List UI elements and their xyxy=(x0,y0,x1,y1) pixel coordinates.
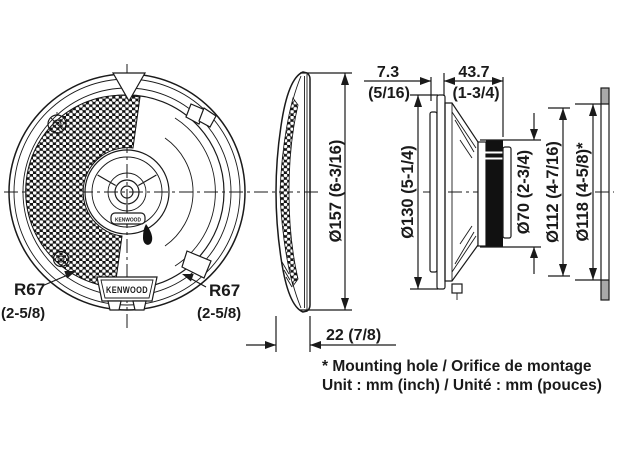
top-notch xyxy=(111,72,147,103)
cone-arc-outer xyxy=(174,117,216,267)
dim-hole-118: Ø118 (4-5/8)* xyxy=(574,103,609,281)
teardrop-mark xyxy=(143,224,153,245)
radius-right-inch: (2-5/8) xyxy=(197,305,241,322)
mounting-panel-bar xyxy=(595,87,614,301)
tweeter-badge-label: KENWOOD xyxy=(115,218,141,224)
top-right-tab xyxy=(185,103,217,128)
dim-cone-112-label: Ø112 (4-7/16) xyxy=(544,141,562,243)
profile-outline xyxy=(275,71,311,313)
dim-magnet-70-label: Ø70 (2-3/4) xyxy=(515,150,533,234)
dim-depth-22: 22 (7/8) xyxy=(246,316,396,352)
magnet xyxy=(486,140,503,247)
dim-frame-130-label: Ø130 (5-1/4) xyxy=(399,145,417,239)
magnet-assembly xyxy=(477,140,512,247)
speaker-side-view: Ø157 (6-3/16) 22 (7/8) xyxy=(246,71,396,352)
front-grille-mesh xyxy=(25,94,141,288)
dim-depth-mm: 43.7 xyxy=(458,64,489,81)
badge-foot-left xyxy=(107,300,122,311)
leader-arrow-left xyxy=(64,271,76,279)
screw-icon xyxy=(47,112,67,136)
note-units: Unit : mm (inch) / Unité : mm (pouces) xyxy=(322,377,602,394)
dim-depth-inch: (1-3/4) xyxy=(452,85,499,102)
terminal-tab xyxy=(451,283,463,294)
leader-arrow-right xyxy=(182,274,194,282)
profile-mesh-band xyxy=(279,97,299,287)
dim-depth-43-7: 43.7 (1-3/4) xyxy=(444,64,504,137)
pole-piece xyxy=(502,146,512,239)
left-mount-boss xyxy=(52,250,70,268)
dim-frame-130: Ø130 (5-1/4) xyxy=(399,94,438,290)
dim-hole-118-label: Ø118 (4-5/8)* xyxy=(574,142,592,242)
dim-depth-22-label: 22 (7/8) xyxy=(326,327,381,344)
speaker-section-view: 7.3 (5/16) 43.7 (1-3/4) Ø130 (5-1/4) xyxy=(364,64,614,301)
badge-foot-right xyxy=(132,300,147,311)
basket-cone xyxy=(444,102,479,300)
cone-arc-inner xyxy=(164,137,194,247)
tweeter: KENWOOD xyxy=(84,149,170,245)
radius-left-label: R67 xyxy=(14,280,45,299)
speaker-front-view: KENWOOD KENWOOD R67 (2-5/8) R67 (2-5/8) xyxy=(1,64,320,330)
dim-magnet-70: Ø70 (2-3/4) xyxy=(480,113,541,274)
gasket-strip xyxy=(429,111,438,273)
kenwood-badge-label: KENWOOD xyxy=(106,285,148,295)
radius-left-dimension: R67 (2-5/8) xyxy=(1,271,76,322)
radius-right-label: R67 xyxy=(209,281,240,300)
flange-strip xyxy=(436,94,446,290)
note-mounting-hole: * Mounting hole / Orifice de montage xyxy=(322,358,592,375)
tweeter-badge xyxy=(110,212,146,225)
dim-flange-mm: 7.3 xyxy=(377,64,399,81)
notes: * Mounting hole / Orifice de montage Uni… xyxy=(322,358,602,394)
dim-diameter-157: Ø157 (6-3/16) xyxy=(300,72,352,311)
kenwood-badge: KENWOOD xyxy=(96,276,158,311)
radius-right-dimension: R67 (2-5/8) xyxy=(182,274,241,322)
radius-left-inch: (2-5/8) xyxy=(1,305,45,322)
dim-flange-7-3: 7.3 (5/16) xyxy=(364,64,445,102)
dim-diameter-157-label: Ø157 (6-3/16) xyxy=(327,140,345,243)
right-mount-tab xyxy=(181,250,212,279)
dim-flange-inch: (5/16) xyxy=(368,85,410,102)
dim-cone-112: Ø112 (4-7/16) xyxy=(544,107,570,277)
